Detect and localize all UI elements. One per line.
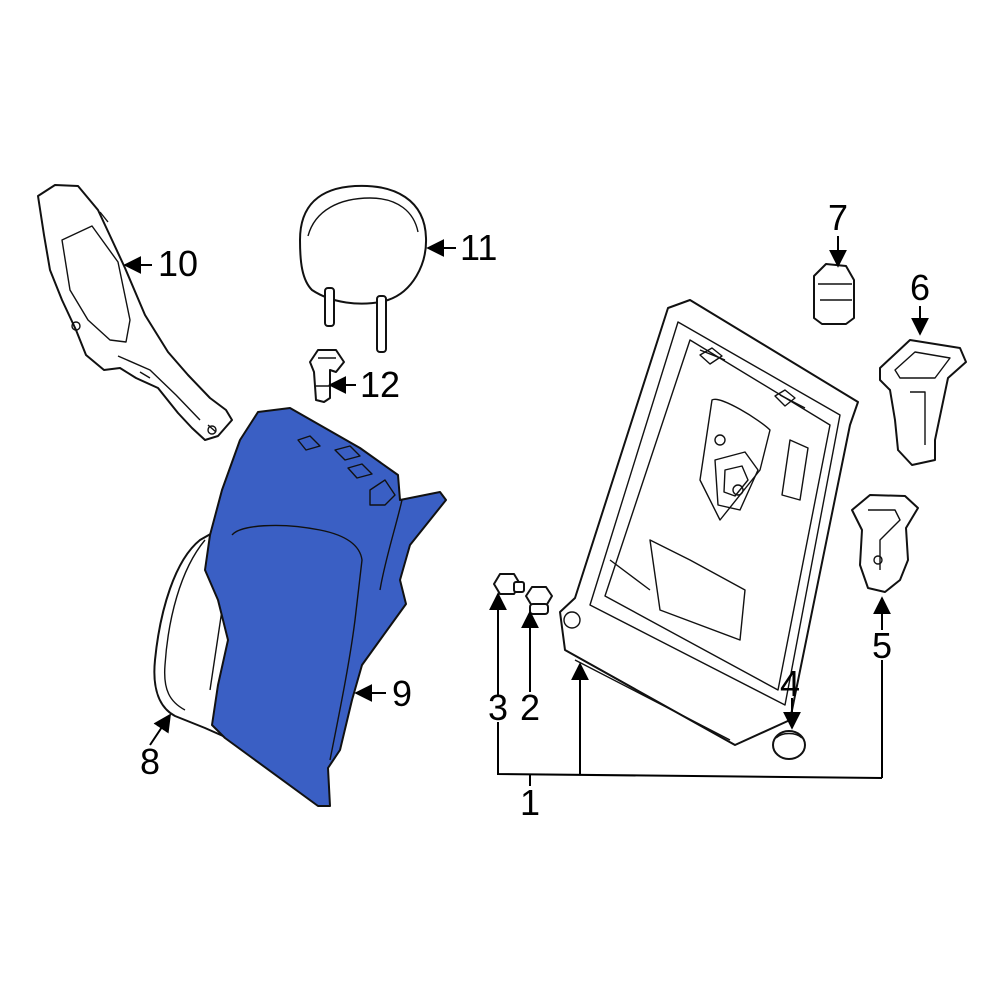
release-button[interactable] [813,263,855,325]
seat-back-pad[interactable] [204,407,447,807]
leader-lines [123,236,929,786]
seat-back-pad-highlight [204,407,447,807]
bolt[interactable] [493,573,525,595]
seat-back-frame[interactable] [559,299,859,746]
headrest[interactable] [299,184,428,353]
callout-6: 6 [910,267,930,308]
callout-4: 4 [780,663,800,704]
side-trim-panel[interactable] [37,184,233,441]
callout-12: 12 [360,364,400,405]
headrest-guide-sleeve[interactable] [309,349,345,403]
callout-1: 1 [520,782,540,823]
callout-5: 5 [872,625,892,666]
callout-7: 7 [828,197,848,238]
hinge-bracket[interactable] [851,494,919,593]
leader-1 [497,664,883,786]
callout-10: 10 [158,243,198,284]
callout-labels: 10 11 12 7 6 9 8 4 3 2 1 5 [140,197,930,823]
release-bezel[interactable] [879,339,967,466]
callout-3: 3 [488,687,508,728]
callout-11: 11 [460,227,497,268]
callout-8: 8 [140,741,160,782]
bumper-cap[interactable] [772,730,806,760]
callout-9: 9 [392,673,412,714]
callout-2: 2 [520,687,540,728]
leader-8 [149,713,171,746]
nut[interactable] [525,586,553,615]
